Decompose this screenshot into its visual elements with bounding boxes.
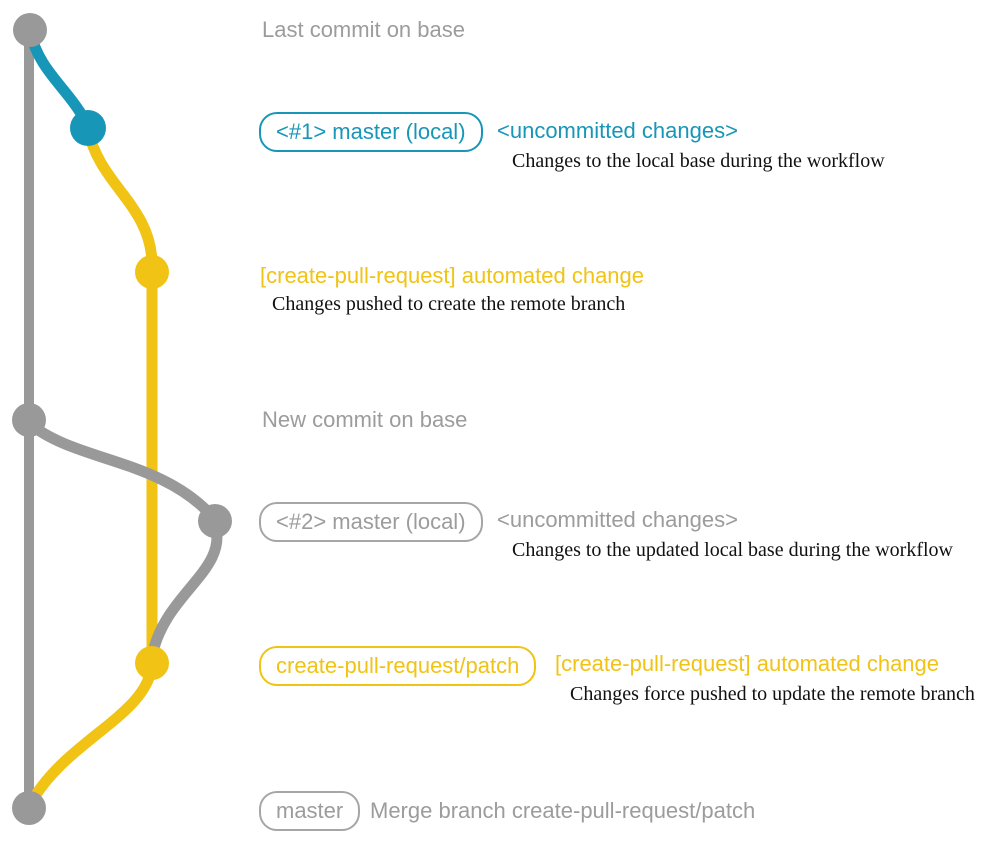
branch-badge-master-local-2: <#2> master (local) <box>259 502 483 542</box>
commit-node-local-1 <box>70 110 106 146</box>
description-local-commit-1: Changes to the local base during the wor… <box>512 150 885 172</box>
description-local-commit-2: Changes to the updated local base during… <box>512 539 953 561</box>
description-remote-push-1: Changes pushed to create the remote bran… <box>272 293 626 315</box>
commit-node-base-last <box>13 13 47 47</box>
branch-badge-master-final: master <box>259 791 361 831</box>
label-automated-change-2: [create-pull-request] automated change <box>555 651 940 676</box>
label-uncommitted-changes-1: <uncommitted changes> <box>497 118 738 143</box>
edge-local-branch-1 <box>24 26 92 128</box>
label-merge-branch: Merge branch create-pull-request/patch <box>370 798 756 823</box>
commit-node-base-new <box>12 403 46 437</box>
commit-node-remote-1 <box>135 255 169 289</box>
edge-remote-merge <box>25 659 158 809</box>
branch-badge-create-pull-request-patch: create-pull-request/patch <box>259 646 537 686</box>
label-automated-change-1: [create-pull-request] automated change <box>260 263 645 288</box>
commit-node-merge <box>12 791 46 825</box>
label-last-commit-on-base: Last commit on base <box>262 17 465 42</box>
commit-node-local-2 <box>198 504 232 538</box>
commit-node-remote-2 <box>135 646 169 680</box>
label-uncommitted-changes-2: <uncommitted changes> <box>497 507 738 532</box>
label-new-commit-on-base: New commit on base <box>262 407 468 432</box>
description-remote-push-2: Changes force pushed to update the remot… <box>570 683 975 705</box>
edge-local-to-remote-2 <box>147 518 223 658</box>
edge-local-branch-2 <box>23 417 219 523</box>
branch-badge-master-local-1: <#1> master (local) <box>259 112 483 152</box>
edge-remote-branch <box>82 124 158 669</box>
